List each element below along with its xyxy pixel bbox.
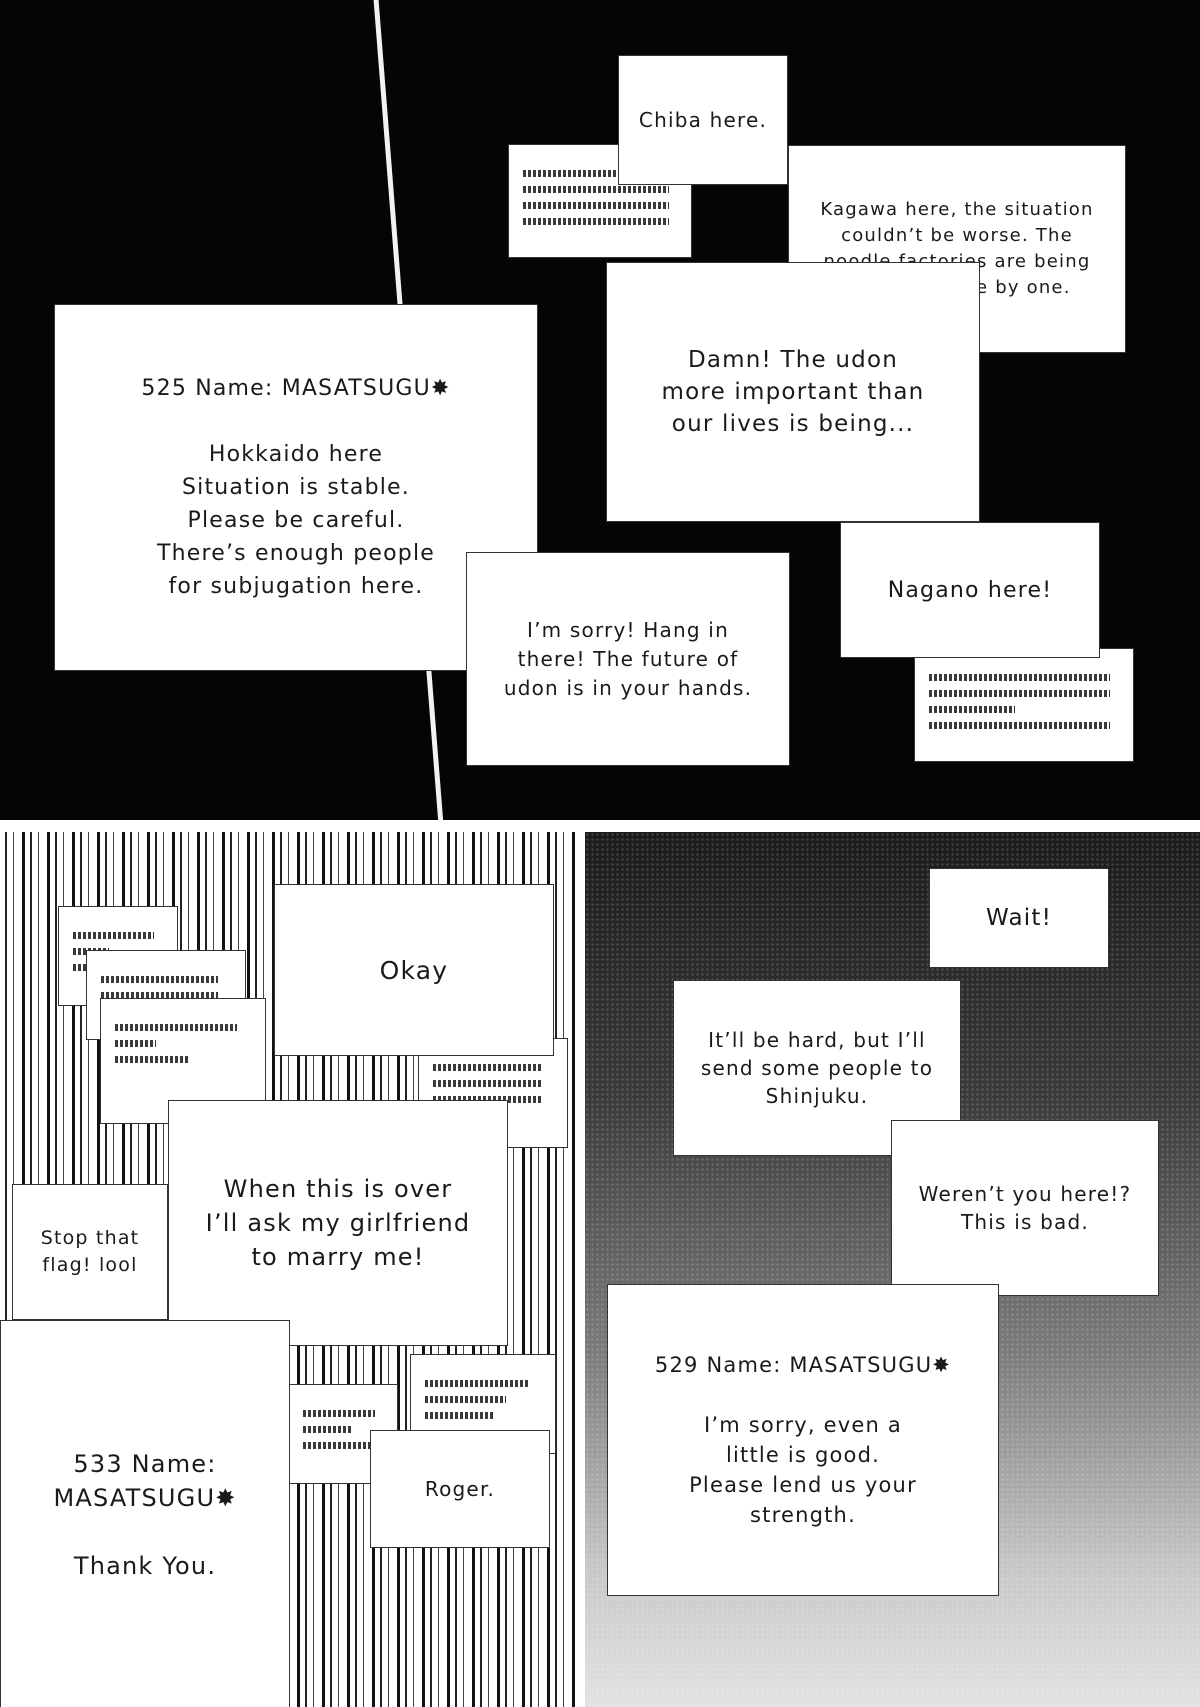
- message-sorry: I’m sorry! Hang in there! The future of …: [466, 552, 790, 766]
- panel-divider: [578, 832, 585, 1707]
- message-wait: Wait!: [929, 868, 1109, 968]
- message-chiba: Chiba here.: [618, 55, 788, 185]
- post-529: 529 Name: MASATSUGU✸ I’m sorry, even a l…: [607, 1284, 999, 1596]
- message-udon: Damn! The udon more important than our l…: [606, 262, 980, 522]
- bottom-left-panel: Okay When this is over I’ll ask my girlf…: [0, 832, 578, 1707]
- panel-gutter: [0, 820, 1200, 832]
- message-roger: Roger.: [370, 1430, 550, 1548]
- bottom-right-panel: Wait! It’ll be hard, but I’ll send some …: [585, 832, 1200, 1707]
- message-shinjuku: It’ll be hard, but I’ll send some people…: [673, 980, 961, 1156]
- message-girlfriend: When this is over I’ll ask my girlfriend…: [168, 1100, 508, 1346]
- message-nagano: Nagano here!: [840, 522, 1100, 658]
- censored-message-box: [914, 648, 1134, 762]
- top-panel: Chiba here. Kagawa here, the situation c…: [0, 0, 1200, 820]
- post-533: 533 Name: MASATSUGU✸ Thank You.: [0, 1320, 290, 1707]
- message-flag: Stop that flag! lool: [12, 1184, 168, 1320]
- message-okay: Okay: [274, 884, 554, 1056]
- message-bad: Weren’t you here!? This is bad.: [891, 1120, 1159, 1296]
- post-525: 525 Name: MASATSUGU✸ Hokkaido here Situa…: [54, 304, 538, 671]
